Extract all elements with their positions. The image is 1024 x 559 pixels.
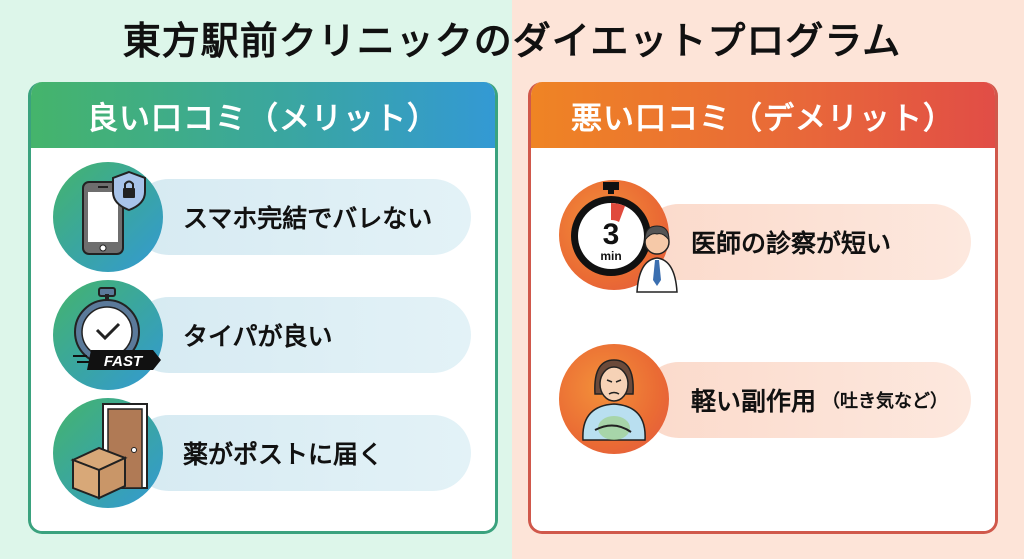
bad-item-label: 軽い副作用 [691,387,817,416]
good-reviews-header: 良い口コミ（メリット） [31,82,495,148]
bad-reviews-header: 悪い口コミ（デメリット） [531,82,995,148]
bad-item-label: 医師の診察が短い [691,229,892,258]
smartphone-lock-icon [53,162,163,272]
timer-unit: min [600,249,621,263]
page-title: 東方駅前クリニックのダイエットプログラム [122,19,902,63]
good-item-label: タイパが良い [183,322,333,351]
good-item-label-pill: スマホ完結でバレない [131,179,471,255]
good-reviews-list: スマホ完結でバレない タイパが良い [31,148,495,531]
good-item-label: スマホ完結でバレない [183,204,433,233]
good-item-time-performance: タイパが良い FAST [31,280,495,390]
timer-doctor-icon: 3 min [559,180,678,293]
bad-reviews-panel: 悪い口コミ（デメリット） 医師の診察が短い 3 min [528,82,998,534]
fast-badge: FAST [104,353,144,370]
good-item-label-pill: 薬がポストに届く [131,415,471,491]
good-item-label: 薬がポストに届く [183,440,384,469]
bad-item-label-pill: 軽い副作用 （吐き気など） [641,362,971,438]
bad-reviews-list: 医師の診察が短い 3 min 軽 [531,148,995,531]
timer-value: 3 [603,218,620,251]
good-item-delivery: 薬がポストに届く [31,398,495,508]
bad-item-sublabel: （吐き気など） [822,391,949,412]
stopwatch-fast-icon: FAST [53,280,163,390]
good-item-label-pill: タイパが良い [131,297,471,373]
bad-item-side-effects: 軽い副作用 （吐き気など） [531,344,995,454]
door-package-icon [53,398,163,508]
good-reviews-panel: 良い口コミ（メリット） スマホ完結でバレない タイパが良い [28,82,498,534]
good-item-smartphone: スマホ完結でバレない [31,162,495,272]
bad-item-label-pill: 医師の診察が短い [641,204,971,280]
nauseous-woman-icon [559,344,669,454]
bad-item-short-consultation: 医師の診察が短い 3 min [531,180,995,294]
